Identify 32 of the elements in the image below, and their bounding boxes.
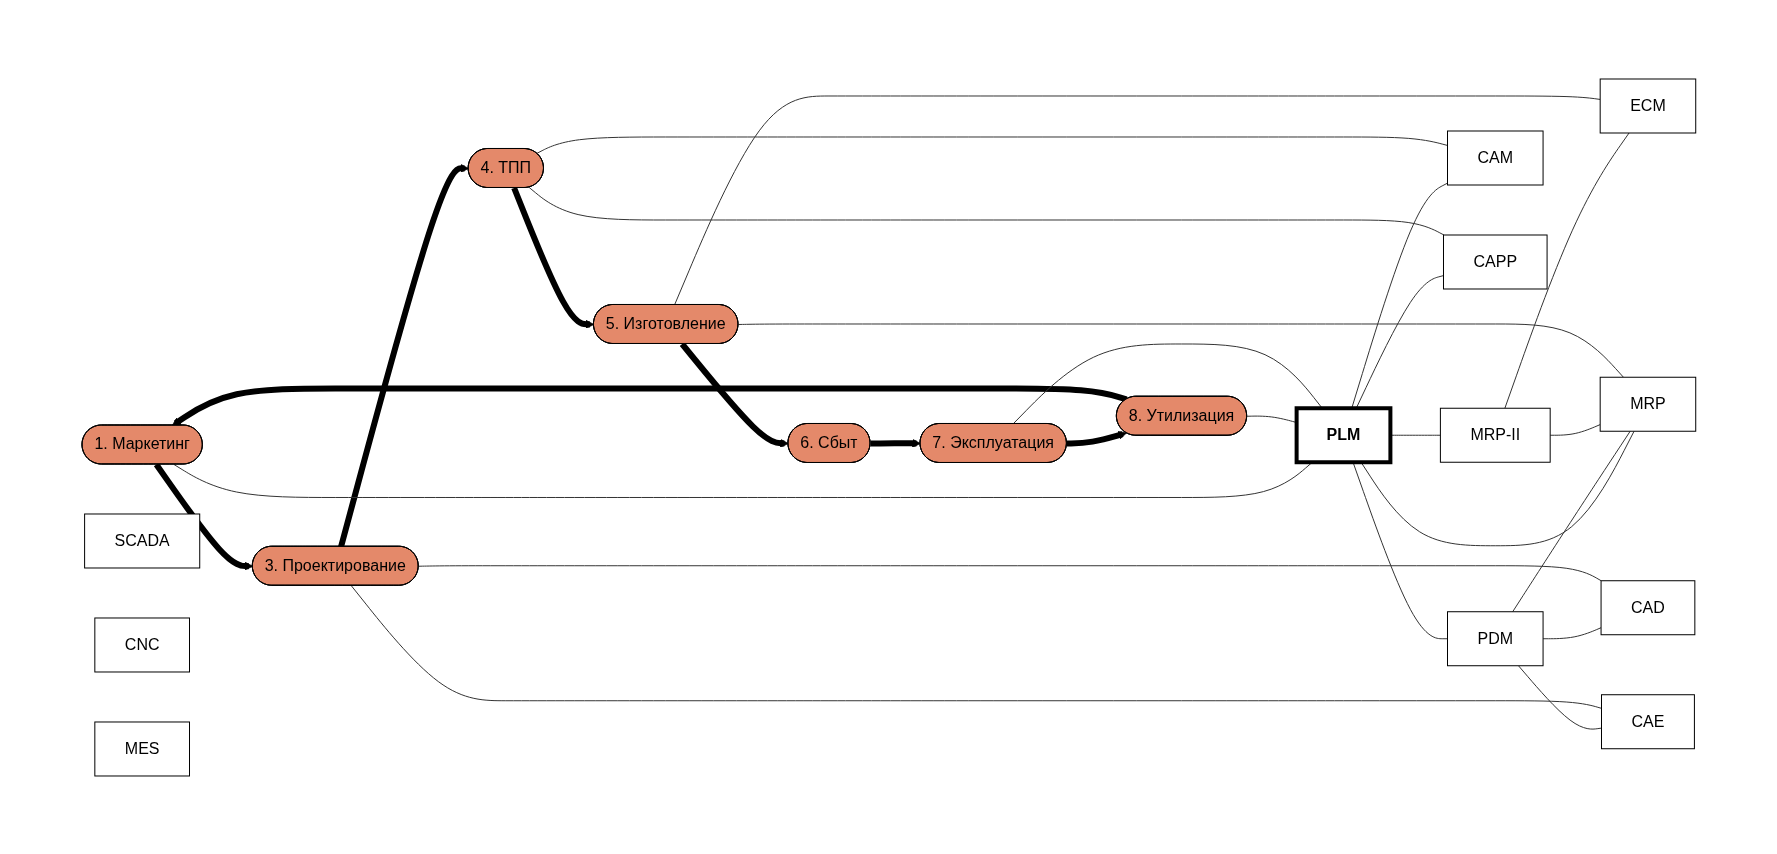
node-box: CAPP [1442,234,1548,289]
connector [1352,461,1448,639]
node-box: MRP [1599,376,1696,432]
connector [173,461,1313,498]
node-box: SCADA [83,513,200,568]
node-box: MES [93,721,190,776]
connector [417,564,1602,581]
arrow [1066,430,1127,446]
node-box: CAE [1600,693,1695,749]
connector [528,186,1445,235]
connector [1542,626,1602,639]
connector [1517,664,1602,730]
connector [350,584,1602,709]
node-box: CNC [93,617,190,672]
connector [1511,430,1631,612]
node-box: PDM [1446,610,1544,666]
node-box: ECM [1599,78,1696,133]
connector [1012,343,1323,424]
node-box: MRP-II [1439,407,1551,463]
node-box: CAM [1446,130,1544,185]
arrow [171,385,1127,426]
arrow [679,341,789,448]
connector [1360,430,1635,546]
node-box: PLM [1294,405,1392,464]
arrow [870,438,921,448]
connector [1549,423,1601,436]
arrow [511,186,594,329]
connector [1504,132,1630,409]
node-box: CAD [1600,579,1695,635]
arrow [153,462,253,570]
connector [673,95,1601,305]
connector [737,323,1624,378]
